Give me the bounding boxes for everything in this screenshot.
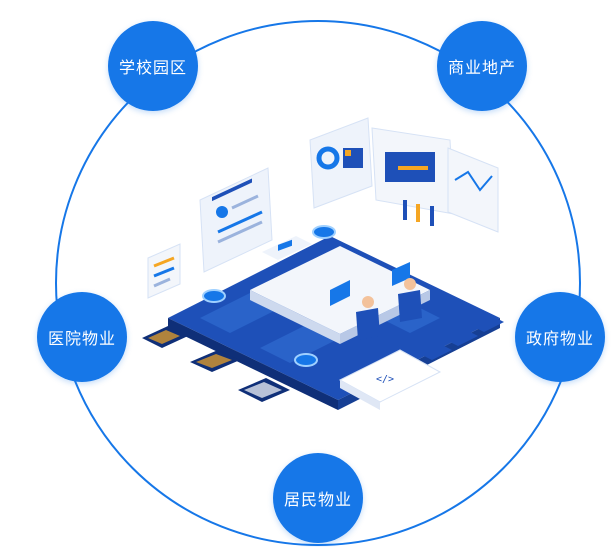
tiles-right	[420, 316, 504, 360]
floating-chart-left	[147, 243, 181, 299]
node-residential-label: 居民物业	[283, 490, 352, 509]
connection-ring	[55, 20, 581, 546]
floating-dashboard-panel-right	[309, 117, 499, 233]
code-card: </>	[338, 349, 442, 410]
node-hospital[interactable]: 医院物业	[37, 292, 127, 382]
svg-text:</>: </>	[376, 374, 394, 385]
chart-tiles-left	[142, 326, 290, 402]
floating-dashboard-panel-left	[199, 167, 273, 273]
node-residential[interactable]: 居民物业	[273, 453, 363, 543]
node-government-label: 政府物业	[525, 329, 594, 348]
node-government[interactable]: 政府物业	[515, 292, 605, 382]
node-commercial[interactable]: 商业地产	[437, 21, 527, 111]
node-campus[interactable]: 学校园区	[108, 21, 198, 111]
node-hospital-label: 医院物业	[47, 329, 116, 348]
node-commercial-label: 商业地产	[447, 58, 516, 77]
node-campus-label: 学校园区	[118, 58, 187, 77]
